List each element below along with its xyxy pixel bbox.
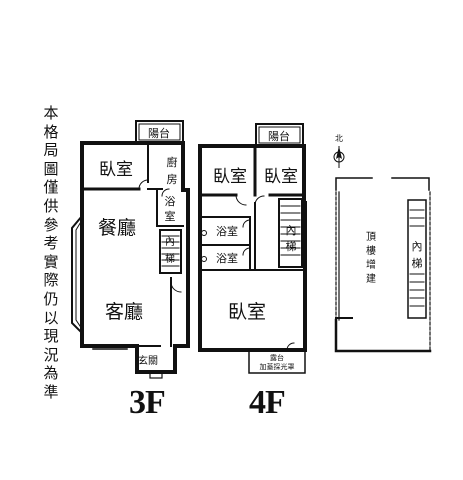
- 4f-terrace-1: 露台: [270, 353, 284, 362]
- compass-label: 北: [335, 134, 343, 143]
- 3f-bedroom: 臥室: [99, 160, 133, 180]
- floor-label-4f: 4F: [249, 384, 286, 421]
- 3f-stairs-1: 內: [165, 236, 175, 248]
- floor-4f-doors: [235, 194, 295, 351]
- 3f-bath-2: 室: [165, 209, 176, 223]
- 4f-bath-lower: 浴室: [216, 251, 238, 265]
- 4f-bath-upper: 浴室: [216, 224, 238, 238]
- north-compass-icon: [333, 146, 345, 168]
- floor-4f-stair-treads: [280, 205, 301, 256]
- roof-label-2: 樓: [366, 244, 376, 257]
- 4f-bedroom-left: 臥室: [213, 167, 247, 187]
- roof-label-3: 增: [366, 258, 376, 271]
- 3f-kitchen-2: 房: [167, 173, 178, 186]
- 3f-balcony: 陽台: [148, 126, 170, 140]
- roof-stairs-1: 內: [412, 240, 423, 253]
- floor-3f-walls: [71, 120, 190, 379]
- floor-label-3f: 3F: [129, 384, 166, 421]
- 4f-bedroom-right: 臥室: [264, 167, 298, 187]
- 3f-bath-1: 浴: [165, 195, 176, 208]
- 4f-bedroom-main: 臥室: [228, 301, 266, 323]
- floor-4f-fixtures: [201, 230, 207, 262]
- rooftop-stair-treads: [409, 209, 425, 307]
- 3f-dining: 餐廳: [98, 217, 136, 239]
- disclaimer-text: 本格局圖僅供參考實際仍以現況為準: [43, 104, 59, 401]
- 3f-entrance: 玄關: [138, 354, 158, 367]
- 3f-kitchen-1: 廚: [167, 155, 178, 169]
- 4f-stairs-1: 內: [286, 224, 297, 237]
- 4f-terrace-2: 加蓋採光罩: [260, 362, 295, 371]
- 3f-living: 客廳: [105, 301, 143, 323]
- roof-label-1: 頂: [366, 231, 376, 243]
- floor-3f-stair-treads: [161, 235, 180, 267]
- 4f-balcony: 陽台: [268, 129, 290, 143]
- floor-4f-walls: [198, 123, 307, 374]
- 4f-stairs-2: 梯: [286, 240, 297, 253]
- roof-stairs-2: 梯: [412, 257, 423, 270]
- 3f-stairs-2: 梯: [165, 252, 175, 265]
- floor-3f-doors: [138, 179, 182, 293]
- rooftop-walls: [334, 177, 432, 353]
- roof-label-4: 建: [366, 272, 376, 285]
